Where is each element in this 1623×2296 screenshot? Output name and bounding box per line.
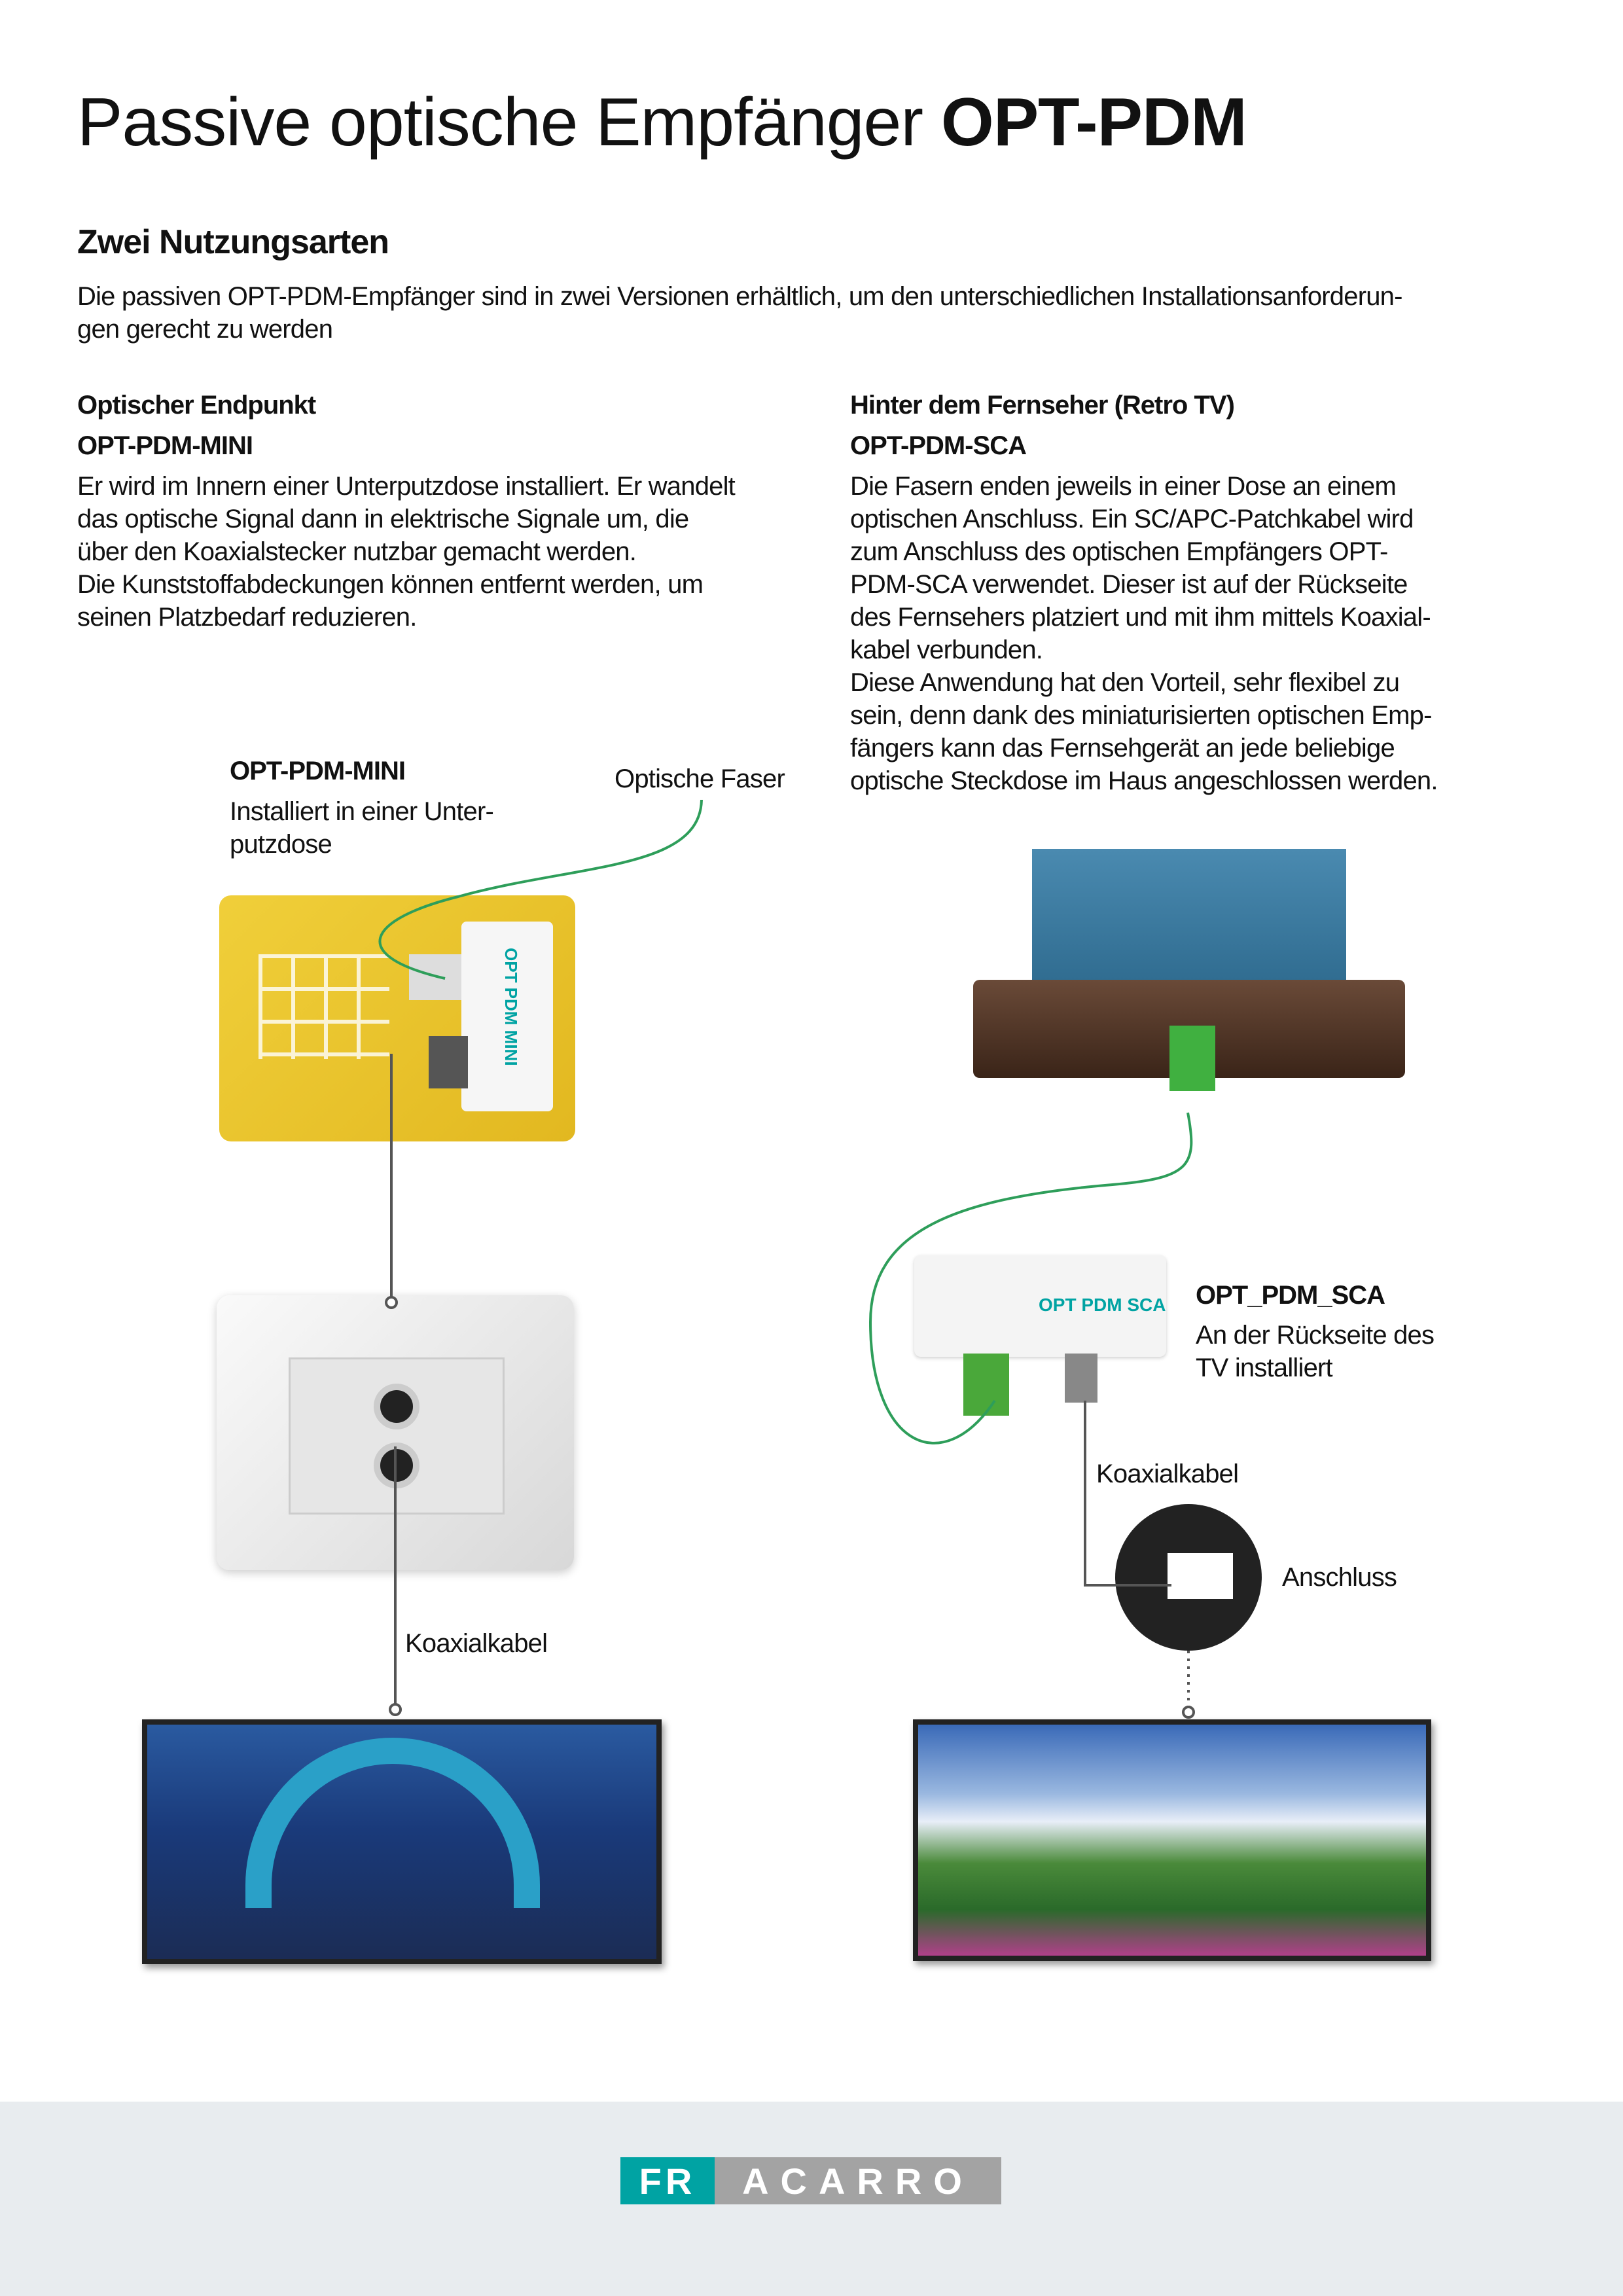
tv-right-image [913,1719,1431,1961]
body-line: optische Steckdose im Haus angeschlossen… [850,766,1438,795]
sca-device-desc: An der Rückseite des TV installiert [1196,1319,1435,1384]
coax-dot [389,1703,402,1716]
fiber-connector [409,954,461,1000]
sc-connector [1169,1026,1215,1091]
coax-label-right: Koaxialkabel [1096,1460,1239,1488]
desc-line: Installiert in einer Unter- [230,797,494,826]
coax-connector [429,1036,468,1088]
section-title: Zwei Nutzungsarten [77,223,389,261]
body-line: kabel verbunden. [850,636,1043,664]
intro-line: Die passiven OPT-PDM-Empfänger sind in z… [77,282,1402,311]
mini-device-print: OPT PDM MINI [501,948,521,1066]
desc-line: An der Rückseite des [1196,1321,1435,1350]
fiber-label: Optische Faser [615,764,785,793]
coax-label-left: Koaxialkabel [405,1629,548,1658]
body-line: des Fernsehers platziert und mit ihm mit… [850,603,1431,632]
blue-box [1032,849,1346,993]
right-body: Die Fasern enden jeweils in einer Dose a… [850,470,1505,797]
body-line: Er wird im Innern einer Unterputzdose in… [77,472,736,501]
body-line: über den Koaxialstecker nutzbar gemacht … [77,537,637,566]
left-model: OPT-PDM-MINI [77,431,253,460]
logo-part-a: FR [620,2157,715,2204]
body-line: das optische Signal dann in elektrische … [77,505,689,533]
tv-port-closeup-image [1115,1504,1262,1651]
sca-device-print: OPT PDM SCA [1039,1295,1166,1315]
port-panel [1168,1553,1233,1599]
body-line: zum Anschluss des optischen Empfängers O… [850,537,1388,566]
mini-device-desc: Installiert in einer Unter- putzdose [230,795,494,861]
flush-box-image: OPT PDM MINI [219,895,575,1141]
sca-body: OPT PDM SCA [914,1255,1166,1357]
sca-device-label: OPT_PDM_SCA [1196,1281,1385,1310]
title-light: Passive optische Empfänger [77,84,941,160]
body-line: PDM-SCA verwendet. Dieser ist auf der Rü… [850,570,1408,599]
intro-paragraph: Die passiven OPT-PDM-Empfänger sind in z… [77,280,1556,346]
port-label: Anschluss [1282,1563,1397,1592]
arch [245,1738,540,1908]
left-heading: Optischer Endpunkt [77,391,316,420]
mini-device-label: OPT-PDM-MINI [230,757,406,785]
body-line: seinen Platzbedarf reduzieren. [77,603,417,632]
socket-frame [289,1357,505,1515]
page-title: Passive optische Empfänger OPT-PDM [77,84,1247,162]
body-line: Die Fasern enden jeweils in einer Dose a… [850,472,1397,501]
fracarro-logo: FR ACARRO [620,2157,1001,2204]
right-heading: Hinter dem Fernseher (Retro TV) [850,391,1235,420]
title-bold: OPT-PDM [940,84,1247,160]
right-model: OPT-PDM-SCA [850,431,1027,460]
coax-port-icon [374,1384,419,1429]
body-line: fängers kann das Fernsehgerät an jede be… [850,734,1395,762]
body-line: Die Kunststoffabdeckungen können entfern… [77,570,704,599]
left-body: Er wird im Innern einer Unterputzdose in… [77,470,810,634]
optical-outlet-image [973,849,1405,1120]
mini-device: OPT PDM MINI [461,922,553,1111]
grid-pattern [259,954,389,1059]
logo-part-b: ACARRO [715,2157,1001,2204]
sc-port [963,1354,1009,1416]
coax-port-icon [374,1443,419,1488]
wall-socket-image [217,1295,574,1570]
right-column: Hinter dem Fernseher (Retro TV) OPT-PDM-… [850,389,1505,797]
intro-line: gen gerecht zu werden [77,315,333,344]
body-line: Diese Anwendung hat den Vorteil, sehr fl… [850,668,1400,697]
desc-line: TV installiert [1196,1354,1333,1382]
desc-line: putzdose [230,830,332,859]
left-column: Optischer Endpunkt OPT-PDM-MINI Er wird … [77,389,810,634]
sca-device-image: OPT PDM SCA [914,1255,1166,1420]
body-line: sein, denn dank des miniaturisierten opt… [850,701,1432,730]
body-line: optischen Anschluss. Ein SC/APC-Patchkab… [850,505,1414,533]
coax-port [1065,1354,1097,1403]
tv-left-image [142,1719,662,1964]
coax-dot [1182,1706,1195,1719]
